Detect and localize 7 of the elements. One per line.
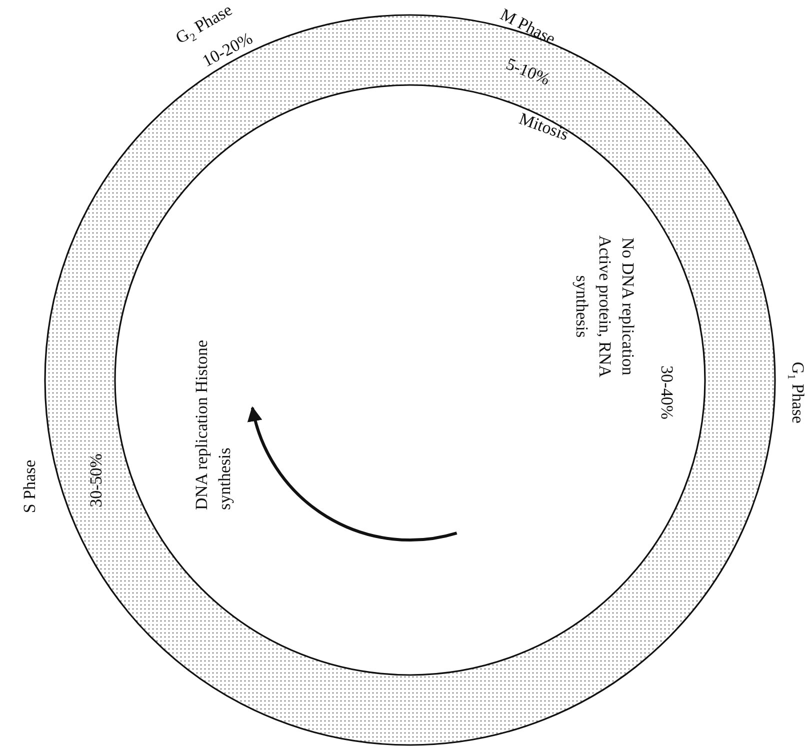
phase-label: S Phase — [18, 459, 40, 513]
percentage-label: 30-40% — [656, 365, 678, 419]
percentage-label: 30-50% — [85, 453, 106, 507]
percentage-label: 5-10% — [502, 52, 552, 90]
description-text: DNA replication Histone synthesis — [191, 340, 235, 510]
description-text: No DNA replication Active protein, RNA synthesis — [572, 234, 638, 380]
process-label: Mitosis — [515, 107, 571, 146]
